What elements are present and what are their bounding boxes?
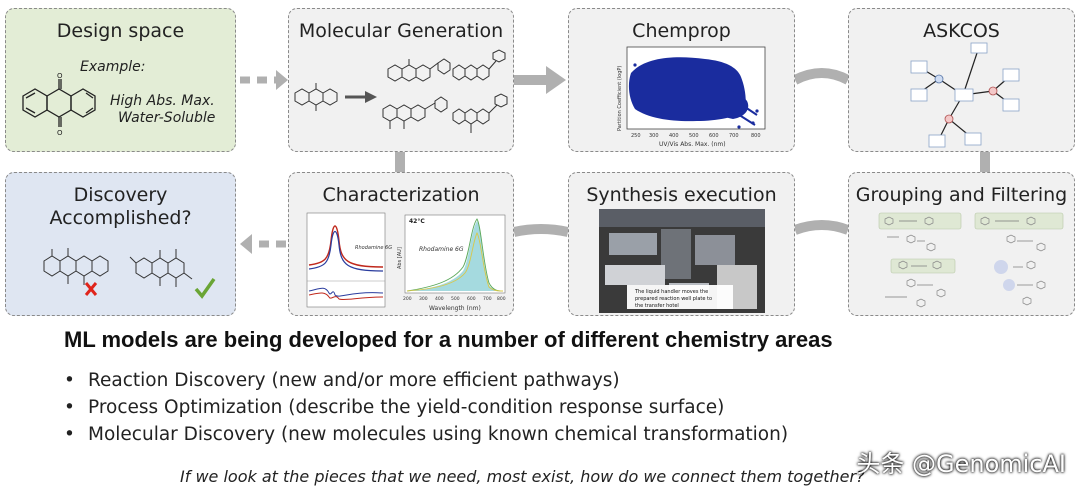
- right-plot-ylabel: Abs [AU]: [397, 247, 403, 269]
- discovery-title-line2: Accomplished?: [49, 207, 192, 229]
- bullet-text: Molecular Discovery (new molecules using…: [88, 424, 789, 445]
- bullet-icon: •: [64, 397, 75, 418]
- right-plot-xlabel: Wavelength (nm): [429, 305, 481, 312]
- footer-question: If we look at the pieces that we need, m…: [180, 467, 865, 486]
- bullet-item: • Molecular Discovery (new molecules usin…: [64, 424, 788, 451]
- headline: ML models are being developed for a numb…: [64, 327, 833, 352]
- chemprop-title: Chemprop: [632, 20, 731, 42]
- rejected-molecule: [43, 248, 109, 285]
- spectra-plot-left: Rhodamine 6G: [306, 212, 392, 308]
- chemprop-xtick: 400: [669, 133, 679, 139]
- spectra-plot-right: 42°C Rhodamine 6G Wavelength (nm) Abs [A…: [397, 214, 506, 312]
- reaction-groups: [878, 212, 1064, 308]
- askcos-title: ASKCOS: [923, 20, 1000, 42]
- bullet-icon: •: [64, 424, 75, 445]
- chemprop-panel: Chemprop 250 300 400 500 600 700 800 UV/…: [568, 8, 795, 152]
- right-plot-xtick: 800: [497, 296, 506, 302]
- accepted-check-icon: [194, 277, 216, 299]
- rejected-x-icon: [84, 282, 98, 296]
- chemprop-xtick: 250: [631, 133, 641, 139]
- molecular-generation-structures: [294, 49, 508, 133]
- watermark: 头条 @GenomicAI: [856, 450, 1066, 478]
- chemprop-ylabel: Partition Coefficient (logP): [617, 66, 623, 131]
- discovery-title-line1: Discovery: [73, 184, 168, 206]
- grouping-title: Grouping and Filtering: [855, 184, 1068, 206]
- robot-photo: The liquid handler moves the prepared re…: [599, 209, 765, 313]
- grouping-panel: Grouping and Filtering: [848, 172, 1075, 316]
- design-space-title: Design space: [56, 20, 185, 42]
- chemprop-xlabel: UV/Vis Abs. Max. (nm): [659, 141, 726, 148]
- criterion-water-soluble: Water-Soluble: [118, 110, 216, 126]
- synthesis-caption-line3: the transfer hotel: [635, 303, 679, 309]
- chemprop-xtick: 500: [689, 133, 699, 139]
- svg-text:O: O: [57, 129, 63, 137]
- right-plot-xtick: 200: [403, 296, 412, 302]
- synthesis-caption-line1: The liquid handler moves the: [634, 289, 708, 295]
- bullet-text: Process Optimization (describe the yield…: [88, 397, 725, 418]
- right-plot-xtick: 600: [467, 296, 476, 302]
- bullet-item: • Reaction Discovery (new and/or more eff…: [64, 370, 788, 397]
- right-plot-xtick: 400: [435, 296, 444, 302]
- temperature-label: 42°C: [409, 218, 425, 225]
- right-plot-xtick: 700: [483, 296, 492, 302]
- molecular-generation-panel: Molecular Generation: [288, 8, 514, 152]
- bullet-item: • Process Optimization (describe the yiel…: [64, 397, 788, 424]
- inset-label: Rhodamine 6G: [419, 246, 464, 253]
- molecular-generation-title: Molecular Generation: [298, 20, 504, 42]
- chemprop-xtick: 800: [751, 133, 761, 139]
- design-space-panel: Design space Example: High Abs. Max. Wat…: [5, 8, 236, 152]
- characterization-panel: Characterization Rhodamine 6G 42°C Rhoda…: [288, 172, 514, 316]
- example-label: Example:: [80, 59, 146, 75]
- synthesis-panel: Synthesis execution The liquid handler m…: [568, 172, 795, 316]
- svg-text:O: O: [57, 72, 63, 80]
- left-plot-label: Rhodamine 6G: [355, 245, 392, 251]
- chemprop-xtick: 700: [729, 133, 739, 139]
- right-plot-xtick: 300: [419, 296, 428, 302]
- chemprop-scatter-plot: [626, 46, 766, 130]
- askcos-reaction-network: [910, 42, 1020, 148]
- flow-connectors: [240, 66, 990, 254]
- chemprop-xtick: 300: [649, 133, 659, 139]
- discovery-panel: Discovery Accomplished?: [5, 172, 236, 316]
- criterion-abs-max: High Abs. Max.: [110, 93, 215, 109]
- bullet-list: • Reaction Discovery (new and/or more eff…: [64, 370, 788, 451]
- chemprop-axis-texts: 250 300 400 500 600 700 800 UV/Vis Abs. …: [617, 66, 761, 148]
- characterization-title: Characterization: [322, 184, 480, 206]
- bullet-icon: •: [64, 370, 75, 391]
- accepted-molecule: [129, 249, 193, 287]
- right-plot-xtick: 500: [451, 296, 460, 302]
- synthesis-caption-line2: prepared reaction well plate to: [635, 296, 712, 302]
- askcos-panel: ASKCOS: [848, 8, 1075, 152]
- anthraquinone-structure: O O: [22, 72, 96, 137]
- synthesis-title: Synthesis execution: [586, 184, 777, 206]
- bullet-text: Reaction Discovery (new and/or more effi…: [88, 370, 620, 391]
- chemprop-xtick: 600: [709, 133, 719, 139]
